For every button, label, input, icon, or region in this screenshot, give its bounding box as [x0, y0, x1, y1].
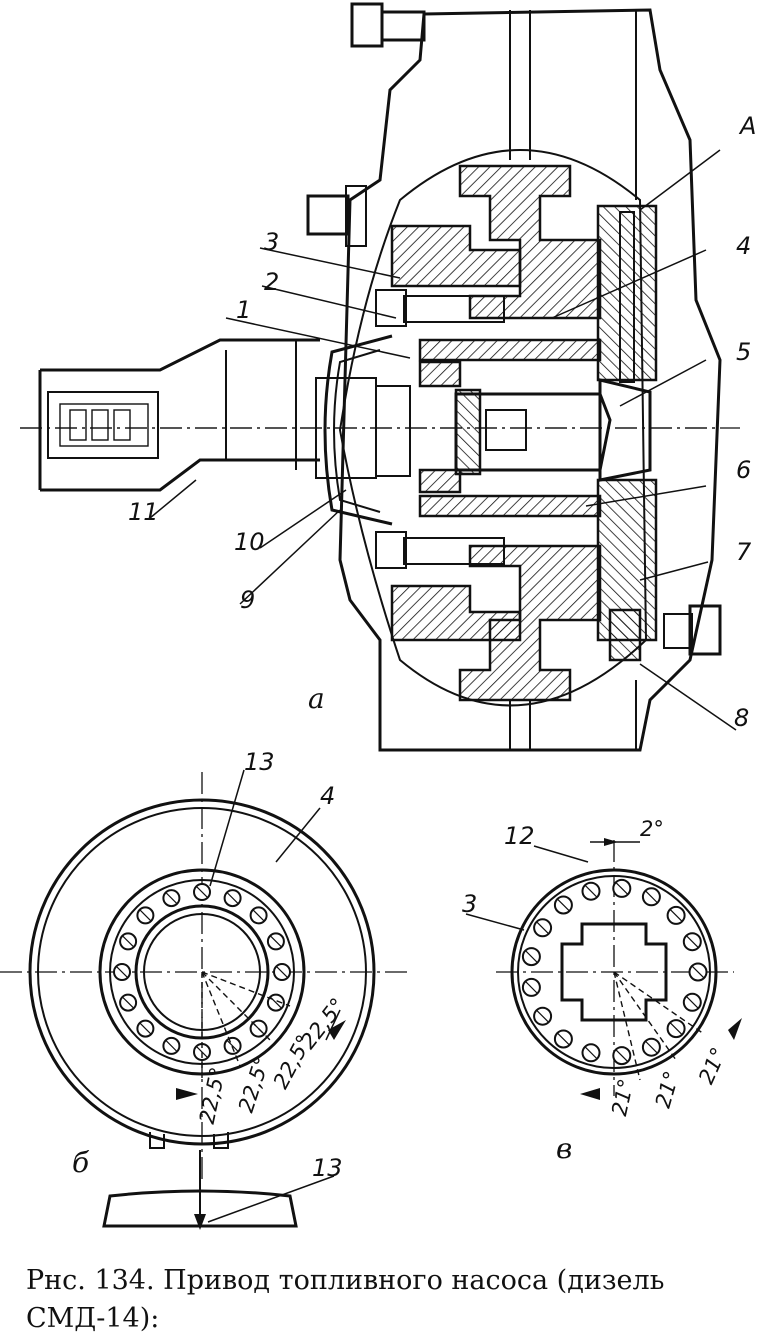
caption-line-2: СМД-14): [26, 1303, 160, 1334]
flange-bolt-hole-mark [536, 1009, 549, 1023]
callout-5: 5 [736, 338, 751, 366]
callout-2: 2 [264, 268, 279, 296]
callout-8: 8 [734, 704, 749, 732]
flange-bolt-hole-mark [615, 881, 629, 895]
callout-4: 4 [736, 232, 751, 260]
gear-bolt-hole-mark [122, 935, 135, 948]
callout-9: 9 [240, 586, 255, 614]
callout-1: 1 [236, 296, 251, 324]
gear-bolt-hole-mark [165, 892, 178, 905]
flange-bolt-hole-mark [615, 1049, 629, 1063]
flange-bolt-hole-mark [685, 935, 699, 949]
flange-bolt-hole-mark [584, 1046, 598, 1060]
gear-bolt-hole-mark [195, 885, 209, 899]
view-a-section [20, 2, 740, 752]
angle-b-2: 22,5° [234, 1054, 275, 1116]
leaders-views-bv [207, 769, 525, 1223]
flange-bolt-hole-mark [645, 1040, 658, 1054]
angle-v-top: 2° [640, 817, 664, 841]
figure-caption: Рнс. 134. Привод топливного насоса (дизе… [26, 1262, 756, 1338]
gear-bolt-hole-mark [139, 909, 152, 922]
gear-bolt-hole-mark [226, 1039, 239, 1052]
gear-bolt-hole-mark [226, 892, 239, 905]
flange-bolt-hole-mark [557, 898, 570, 912]
angle-v-1: 21° [607, 1077, 638, 1118]
gear-bolt-hole-mark [275, 965, 289, 979]
callout-10: 10 [234, 528, 265, 556]
view-b-gear [0, 772, 410, 1230]
caption-line-1: Рнс. 134. Привод топливного насоса (дизе… [26, 1265, 665, 1296]
flange-bolt-hole-mark [669, 909, 683, 922]
gear-bolt-hole-mark [165, 1039, 178, 1052]
angle-v-3: 21° [694, 1044, 731, 1088]
view-label-b: б [72, 1146, 90, 1179]
callout-A: A [738, 112, 756, 140]
flange-bolt-hole-mark [584, 884, 598, 898]
callout-3: 3 [264, 228, 279, 256]
angle-v-2: 21° [651, 1068, 684, 1110]
gear-bolt-hole-mark [252, 909, 265, 922]
flange-bolt-hole-mark [691, 965, 705, 979]
callout-7: 7 [736, 538, 752, 566]
callout-4-gear: 4 [320, 782, 335, 810]
flange-bolt-hole-mark [685, 995, 699, 1009]
view-label-a: а [308, 682, 325, 715]
gear-bolt-hole-mark [139, 1022, 152, 1035]
callout-13-top: 13 [244, 748, 275, 776]
callout-6: 6 [736, 456, 751, 484]
callout-12: 12 [504, 822, 535, 850]
gear-bolt-hole-mark [122, 996, 135, 1009]
gear-bolt-hole-mark [115, 965, 129, 979]
callout-13-bottom: 13 [312, 1154, 343, 1182]
flange-bolt-hole-mark [525, 981, 538, 994]
flange-bolt-hole-mark [645, 890, 658, 904]
flange-bolt-hole-mark [525, 950, 538, 963]
gear-bolt-hole-mark [269, 935, 282, 948]
flange-bolt-hole-mark [536, 921, 549, 935]
view-label-v: в [556, 1132, 572, 1165]
flange-bolt-hole-mark [669, 1022, 683, 1035]
callout-3-flange: 3 [462, 890, 477, 918]
callout-11: 11 [128, 498, 159, 526]
leaders-view-a [149, 149, 737, 731]
view-v-flange [496, 838, 742, 1100]
flange-bolt-hole-mark [557, 1032, 570, 1046]
